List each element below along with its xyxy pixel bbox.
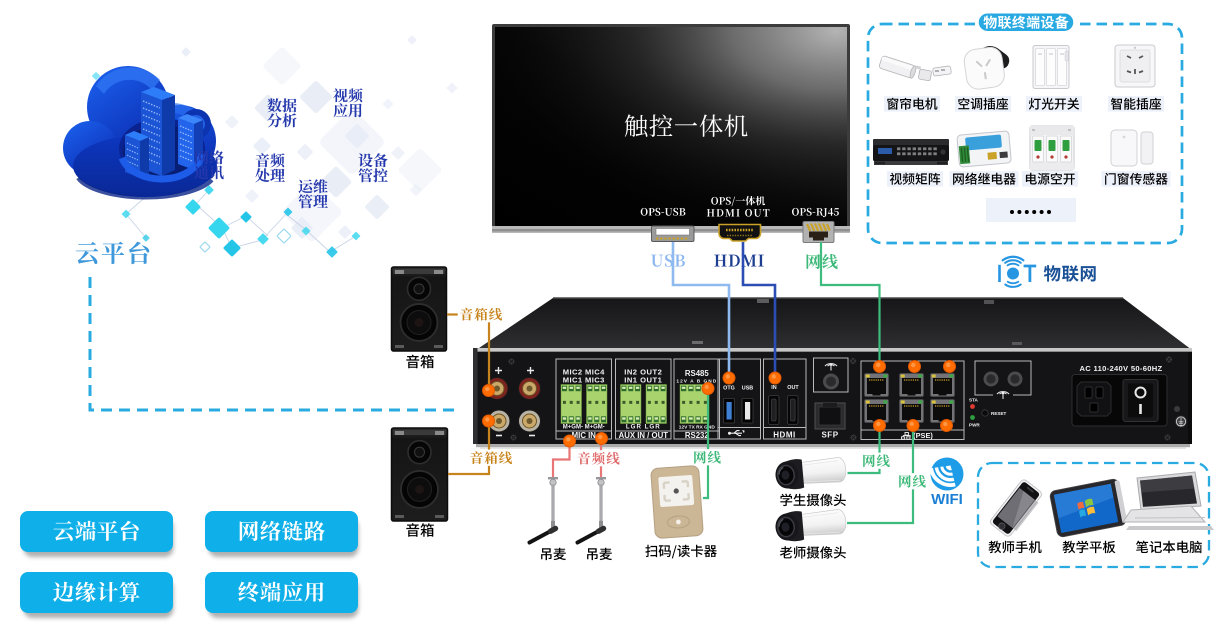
svg-text:IN2 OUT2: IN2 OUT2 [624,368,662,377]
svg-text:MIC IN: MIC IN [572,431,597,440]
svg-text:WIFI: WIFI [931,491,963,508]
svg-text:MIC1 MIC3: MIC1 MIC3 [563,375,605,384]
svg-text:OTG: OTG [723,386,735,392]
svg-text:MIC2 MIC4: MIC2 MIC4 [563,368,605,377]
svg-text:STA: STA [969,398,979,403]
svg-text:OUT: OUT [787,385,799,391]
svg-text:12V A B GND: 12V A B GND [676,379,717,385]
svg-text:RS485: RS485 [685,369,710,378]
svg-text:SFP: SFP [821,431,838,440]
svg-text:PWR: PWR [969,423,980,428]
svg-text:M+GM- M+GM-: M+GM- M+GM- [563,425,605,431]
svg-text:12V TX RX GND: 12V TX RX GND [679,424,716,430]
svg-text:IN1 OUT1: IN1 OUT1 [624,375,662,384]
svg-text:LGR LGR: LGR LGR [626,424,661,431]
svg-text:RESET: RESET [991,411,1007,416]
svg-text:AC 110-240V 50-60HZ: AC 110-240V 50-60HZ [1080,364,1163,373]
svg-text:(PSE): (PSE) [913,431,933,440]
svg-text:IN: IN [771,385,776,391]
svg-text:AUX IN / OUT: AUX IN / OUT [619,431,669,440]
svg-text:HDMI: HDMI [773,430,795,439]
svg-text:RS232: RS232 [685,431,710,440]
svg-text:USB: USB [742,386,753,392]
